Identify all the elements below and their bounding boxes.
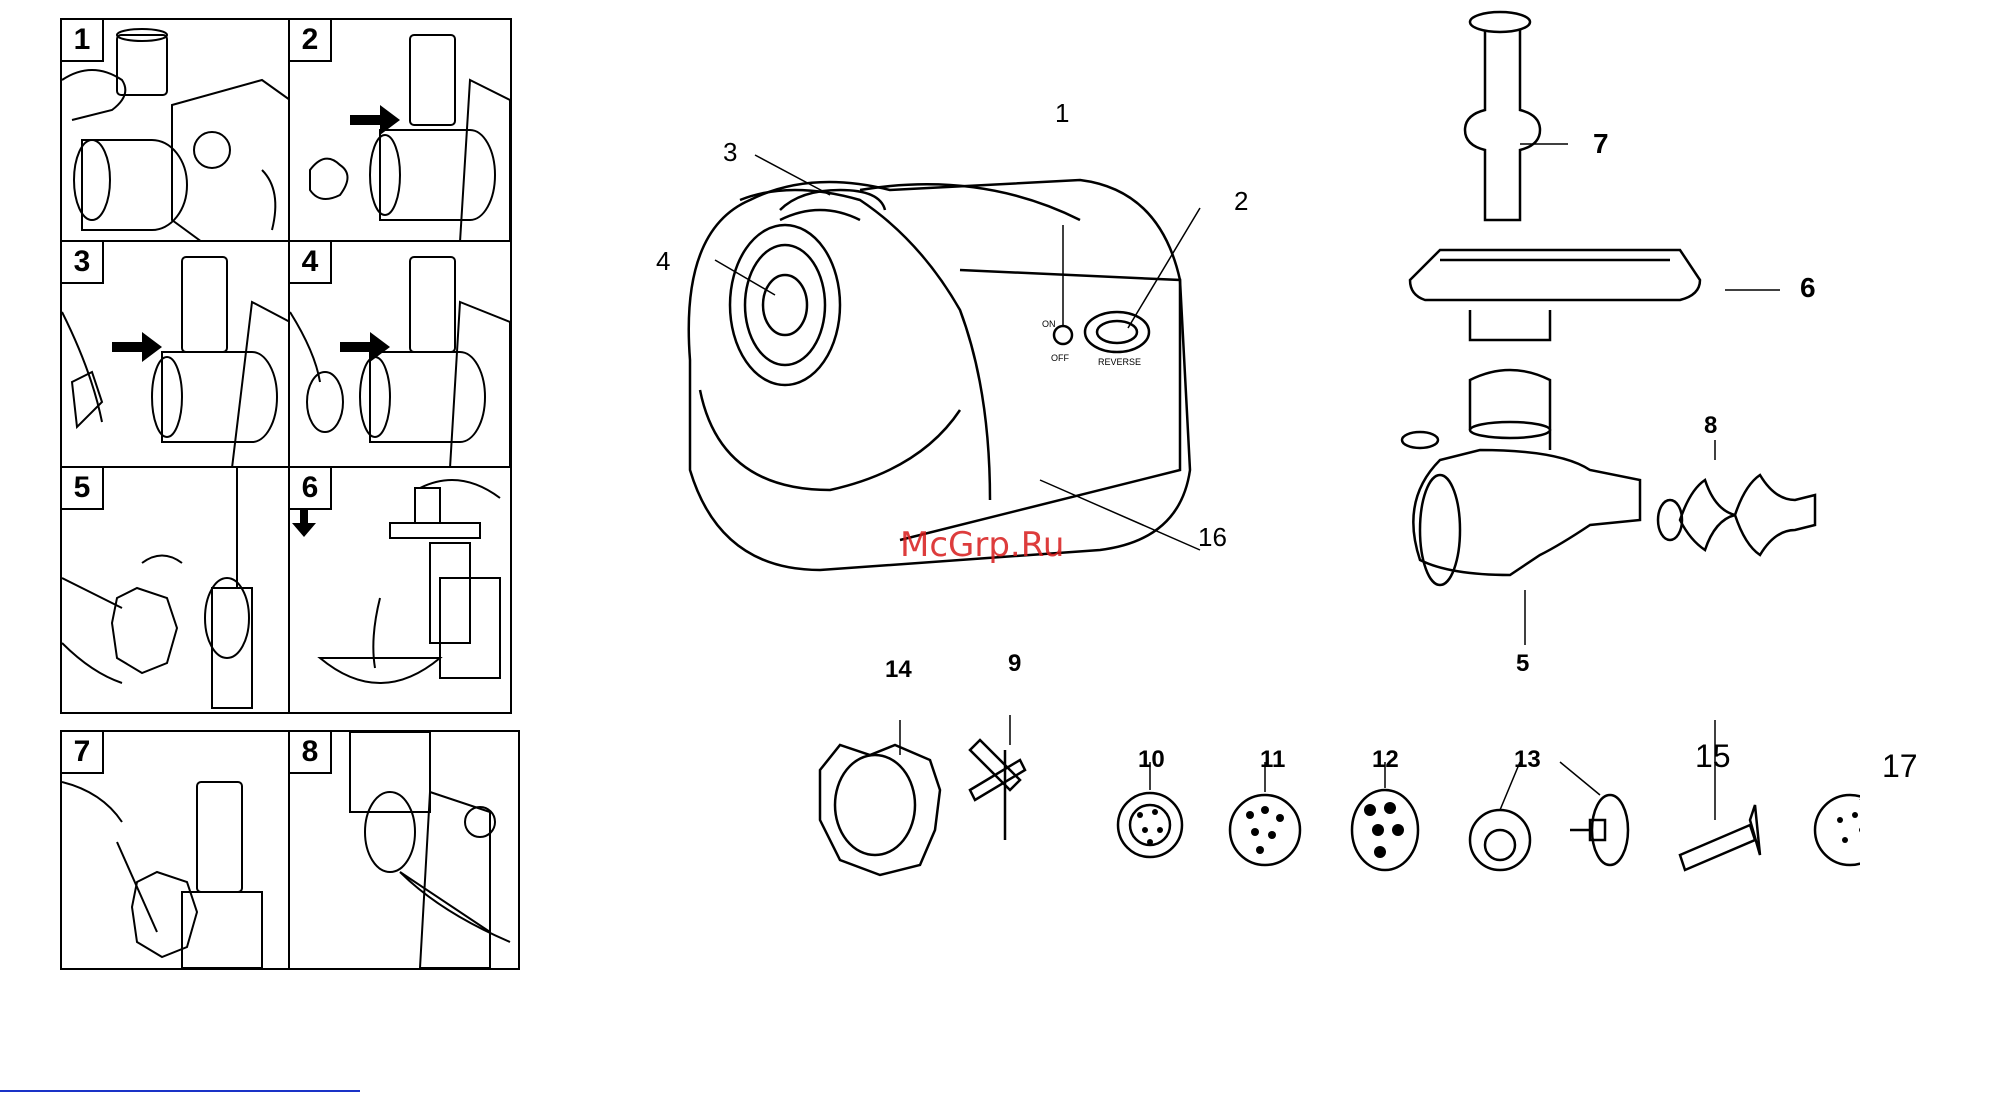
divider <box>0 1090 360 1092</box>
step-illustration <box>290 20 510 242</box>
step-illustration <box>290 242 510 468</box>
callout-7: 7 <box>1593 128 1609 160</box>
step-illustration <box>290 732 518 968</box>
callout-6: 6 <box>1800 272 1816 304</box>
reverse-label: REVERSE <box>1098 357 1141 367</box>
leader-line <box>1128 208 1200 328</box>
step-panel-3: 3 <box>60 240 292 470</box>
callout-8: 8 <box>1704 412 1717 440</box>
leader-line <box>1560 762 1600 795</box>
step-panel-6: 6 <box>288 466 512 714</box>
callout-16: 16 <box>1198 522 1227 553</box>
pusher-tray-head-diagram <box>1380 0 1840 690</box>
step-panel-8: 8 <box>288 730 520 970</box>
on-label: ON <box>1042 319 1056 329</box>
step-panel-4: 4 <box>288 240 512 470</box>
callout-3: 3 <box>723 137 737 168</box>
step-illustration <box>290 468 510 712</box>
callout-5: 5 <box>1516 650 1529 678</box>
step-illustration <box>62 732 290 968</box>
callout-1: 1 <box>1055 98 1069 129</box>
step-panel-2: 2 <box>288 18 512 244</box>
off-label: OFF <box>1051 353 1069 363</box>
callout-14: 14 <box>885 656 912 684</box>
callout-4: 4 <box>656 246 670 277</box>
step-illustration <box>62 20 290 242</box>
step-illustration <box>62 242 290 468</box>
accessory-parts-diagram <box>800 680 1860 920</box>
callout-10: 10 <box>1138 746 1165 774</box>
watermark: McGrp.Ru <box>900 525 1064 565</box>
meat-grinder-body-diagram: ON OFF REVERSE <box>660 110 1220 590</box>
callout-12: 12 <box>1372 746 1399 774</box>
callout-9: 9 <box>1008 650 1021 678</box>
step-panel-7: 7 <box>60 730 292 970</box>
callout-17: 17 <box>1882 748 1918 785</box>
step-panel-1: 1 <box>60 18 292 244</box>
callout-15: 15 <box>1695 738 1731 775</box>
callout-11: 11 <box>1260 746 1285 774</box>
callout-13: 13 <box>1514 746 1541 774</box>
step-panel-5: 5 <box>60 466 292 714</box>
step-illustration <box>62 468 290 712</box>
callout-2: 2 <box>1234 186 1248 217</box>
